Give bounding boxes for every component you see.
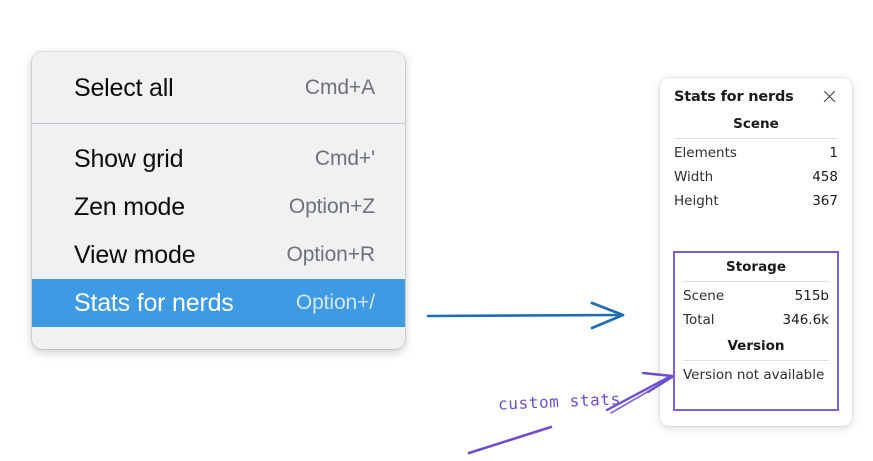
menu-item-show-grid[interactable]: Show grid Cmd+' [32,135,405,183]
version-text: Version not available [683,367,825,383]
menu-group-bottom: Show grid Cmd+' Zen mode Option+Z View m… [32,124,405,347]
close-icon[interactable] [821,88,838,105]
stat-value: 346.6k [782,312,829,328]
custom-stats-region: Storage Scene 515b Total 346.6k Version … [673,251,839,411]
menu-item-label: Stats for nerds [74,288,234,317]
menu-item-label: Zen mode [74,192,185,221]
menu-bottom-padding [32,327,405,347]
menu-item-view-mode[interactable]: View mode Option+R [32,231,405,279]
stat-row-storage-scene: Scene 515b [683,284,829,308]
stat-label: Height [674,193,719,209]
stat-label: Width [674,169,714,185]
menu-separator [32,123,405,124]
menu-item-zen-mode[interactable]: Zen mode Option+Z [32,183,405,231]
stat-label: Scene [683,288,725,304]
annotation-underline-purple [467,425,553,455]
stat-label: Elements [674,145,737,161]
scene-section-heading: Scene [733,116,779,132]
menu-item-shortcut: Option+R [286,243,375,266]
stat-row-height: Height 367 [674,189,838,213]
storage-divider [683,281,829,282]
stat-row-storage-total: Total 346.6k [683,308,829,332]
scene-divider [674,138,838,139]
menu-item-select-all[interactable]: Select all Cmd+A [32,64,405,112]
menu-item-label: Select all [74,73,174,102]
version-section-heading: Version [727,338,785,354]
annotation-label-custom-stats: custom stats [497,389,622,414]
menu-item-stats-for-nerds[interactable]: Stats for nerds Option+/ [32,279,405,327]
stat-label: Total [683,312,715,328]
menu-item-shortcut: Option+/ [295,291,375,314]
context-menu[interactable]: Select all Cmd+A Show grid Cmd+' Zen mod… [32,52,405,349]
menu-item-shortcut: Cmd+' [314,147,375,170]
menu-item-shortcut: Option+Z [288,195,375,218]
stat-value: 367 [812,193,838,209]
stats-panel-header: Stats for nerds [660,78,852,105]
stat-value: 1 [829,145,838,161]
stats-panel-title: Stats for nerds [674,88,794,105]
stat-value: 515b [794,288,829,304]
storage-section-heading: Storage [725,259,787,275]
menu-group-top: Select all Cmd+A [32,52,405,123]
flow-arrow-blue [426,301,625,330]
stats-panel-body: Scene Elements 1 Width 458 Height 367 [660,105,852,213]
stat-row-elements: Elements 1 [674,141,838,165]
version-divider [683,360,829,361]
menu-item-label: View mode [74,240,196,269]
stat-value: 458 [812,169,838,185]
stats-for-nerds-panel[interactable]: Stats for nerds Scene Elements 1 Width 4… [660,78,852,426]
menu-item-label: Show grid [74,144,184,173]
stat-row-width: Width 458 [674,165,838,189]
menu-item-shortcut: Cmd+A [304,76,375,99]
